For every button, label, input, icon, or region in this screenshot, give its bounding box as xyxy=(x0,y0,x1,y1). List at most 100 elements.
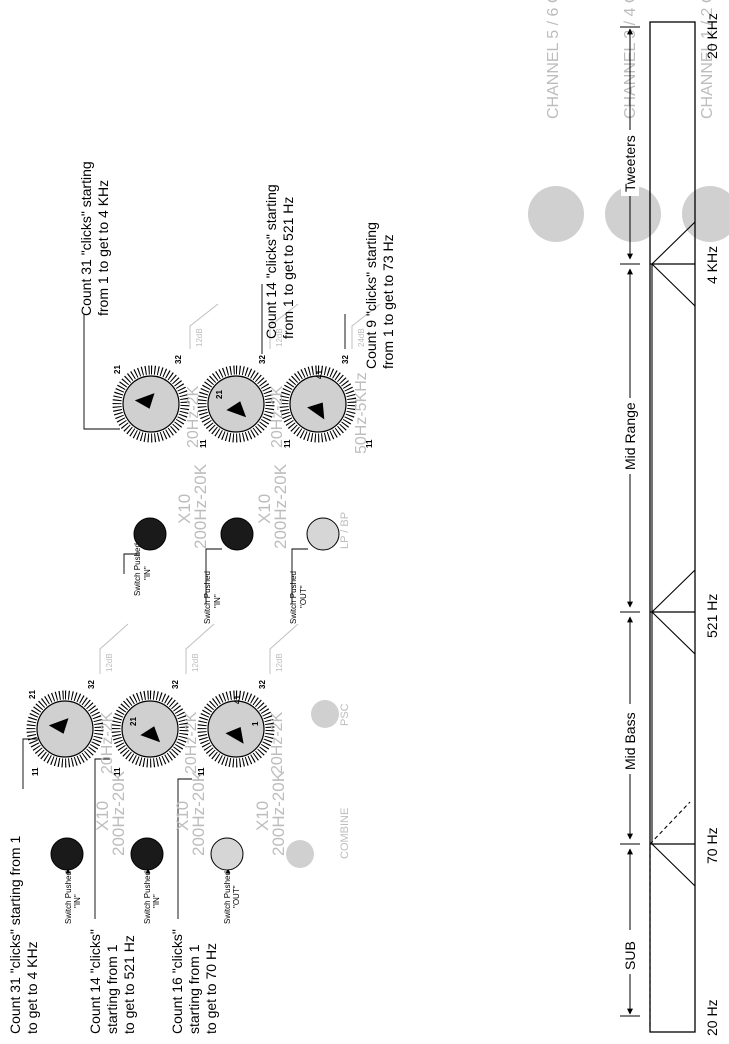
gain-knob-ch12[interactable] xyxy=(682,186,729,242)
tick-32-k4: 32 xyxy=(174,355,183,364)
switch-button-psc[interactable] xyxy=(311,700,339,728)
annotation-2-line1: Count 14 "clicks" xyxy=(87,929,103,1034)
crossover-knob-4[interactable] xyxy=(117,370,185,438)
range-20-k4: 20Hz-2K xyxy=(185,385,202,448)
crossover-knob-3[interactable] xyxy=(202,695,270,763)
tick-11-k3: 11 xyxy=(197,767,206,776)
tick-32-k2: 32 xyxy=(171,680,180,689)
slope-12-k3: 12dB xyxy=(275,653,284,672)
freq-70hz: 70 Hz xyxy=(704,827,720,864)
range-x10-4: X10 xyxy=(175,494,194,524)
range-20-k3: 20Hz-2K xyxy=(269,711,286,774)
slope-12-k4: 12dB xyxy=(195,328,204,347)
switch-button-4[interactable] xyxy=(133,517,167,551)
switch-state-2: "IN" xyxy=(152,894,161,908)
band-mid-bass: Mid Bass xyxy=(622,712,638,770)
band-mid-range: Mid Range xyxy=(622,402,638,470)
switch-state-6: "OUT" xyxy=(299,585,308,608)
tick-11-k4: 11 xyxy=(199,439,208,448)
range-x10-5: X10 xyxy=(255,494,274,524)
switch-button-combine[interactable] xyxy=(286,840,314,868)
switch-state-1: "IN" xyxy=(73,894,82,908)
band-sub: SUB xyxy=(622,941,638,970)
tick-41-k6: 41 xyxy=(315,370,324,379)
annotation-2-line2: starting from 1 xyxy=(104,944,120,1034)
tick-21-k4: 21 xyxy=(113,365,122,374)
freq-521hz: 521 Hz xyxy=(704,594,720,638)
switch-label-6: Switch Pushed xyxy=(289,571,298,624)
freq-20hz: 20 Hz xyxy=(704,999,720,1036)
channel-label-3: CHANNEL 5 / 6 GAIN xyxy=(545,0,562,119)
switch-state-4: "IN" xyxy=(143,566,152,580)
tick-11-k1: 11 xyxy=(31,767,40,776)
switch-button-2[interactable] xyxy=(130,837,164,871)
switch-button-3[interactable] xyxy=(210,837,244,871)
slope-24-k6: 24dB xyxy=(357,328,366,347)
range-200-3: 200Hz-20K xyxy=(269,770,288,856)
switch-state-5: "IN" xyxy=(213,594,222,608)
switch-label-4: Switch Pushed xyxy=(133,543,142,596)
tick-21-k2: 21 xyxy=(129,717,138,726)
switch-label-5: Switch Pushed xyxy=(203,571,212,624)
annotation-b1-line1: Count 31 "clicks" starting xyxy=(78,161,94,316)
slope-12-k1: 12dB xyxy=(105,653,114,672)
freq-4khz: 4 KHz xyxy=(704,246,720,284)
annotation-3-line1: Count 16 "clicks" xyxy=(169,929,185,1034)
tick-11-k6: 11 xyxy=(365,439,374,448)
annotation-1-line2: to get to 4 KHz xyxy=(24,941,40,1034)
range-x10-2: X10 xyxy=(173,801,192,831)
annotation-b2-line2: from 1 to get to 521 Hz xyxy=(280,197,296,339)
tick-41-k3: 41 xyxy=(233,695,242,704)
range-200-4: 200Hz-20K xyxy=(191,463,210,549)
range-200-5: 200Hz-20K xyxy=(271,463,290,549)
range-20-k1: 20Hz-2K xyxy=(99,711,116,774)
label-psc: PSC xyxy=(339,703,351,726)
band-tweeters: Tweeters xyxy=(622,135,638,192)
range-x10-3: X10 xyxy=(253,801,272,831)
tick-1-k3: 1 xyxy=(251,721,260,726)
range-50-k6: 50Hz-5KHz xyxy=(353,372,370,454)
switch-label-1: Switch Pushed xyxy=(64,871,73,924)
crossover-knob-1[interactable] xyxy=(31,695,99,763)
channel-label-1: CHANNEL 1 / 2 GAIN xyxy=(699,0,716,119)
range-x10-1: X10 xyxy=(93,801,112,831)
switch-button-6[interactable] xyxy=(306,517,340,551)
gain-knob-ch56[interactable] xyxy=(528,186,584,242)
range-20-k2: 20Hz-2K xyxy=(183,711,200,774)
switch-label-2: Switch Pushed xyxy=(143,871,152,924)
annotation-b3-line2: from 1 to get to 73 Hz xyxy=(380,234,396,369)
tick-21-k1: 21 xyxy=(28,690,37,699)
crossover-knob-5[interactable] xyxy=(202,370,270,438)
gain-knob-ch34[interactable] xyxy=(605,186,661,242)
crossover-knob-2[interactable] xyxy=(116,695,184,763)
frequency-band-chart: SUB Mid Bass Mid Range Tweeters 20 Hz 70… xyxy=(620,13,720,1036)
annotation-2-line3: to get to 521 Hz xyxy=(121,935,137,1034)
switch-label-3: Switch Pushed xyxy=(223,871,232,924)
annotation-3-line2: starting from 1 xyxy=(186,944,202,1034)
tick-32-k5: 32 xyxy=(258,355,267,364)
annotation-b1-line2: from 1 to get to 4 KHz xyxy=(95,180,111,316)
range-200-2: 200Hz-20K xyxy=(189,770,208,856)
crossover-knob-6[interactable] xyxy=(284,370,352,438)
tick-32-k6: 32 xyxy=(341,355,350,364)
annotation-3-line3: to get to 70 Hz xyxy=(203,943,219,1034)
label-lp-bp: LP / BP xyxy=(339,512,351,549)
label-combine: COMBINE xyxy=(339,808,351,859)
slope-12-k2: 12dB xyxy=(191,653,200,672)
annotation-1-line1: Count 31 "clicks" starting from 1 xyxy=(7,836,23,1034)
range-200-1: 200Hz-20K xyxy=(109,770,128,856)
tick-32-k3: 32 xyxy=(258,680,267,689)
range-20-k5: 20Hz-2K xyxy=(269,385,286,448)
annotation-b3-line1: Count 9 "clicks" starting xyxy=(363,222,379,369)
tick-11-k5: 11 xyxy=(283,439,292,448)
slope-12-k5: 12dB xyxy=(275,328,284,347)
switch-state-3: "OUT" xyxy=(232,885,241,908)
freq-20khz: 20 KHz xyxy=(704,13,720,59)
switch-button-5[interactable] xyxy=(220,517,254,551)
annotation-b2-line1: Count 14 "clicks" starting xyxy=(263,184,279,339)
tick-21-k5: 21 xyxy=(215,390,224,399)
tick-11-k2: 11 xyxy=(113,767,122,776)
switch-button-1[interactable] xyxy=(50,837,84,871)
tick-32-k1: 32 xyxy=(87,680,96,689)
